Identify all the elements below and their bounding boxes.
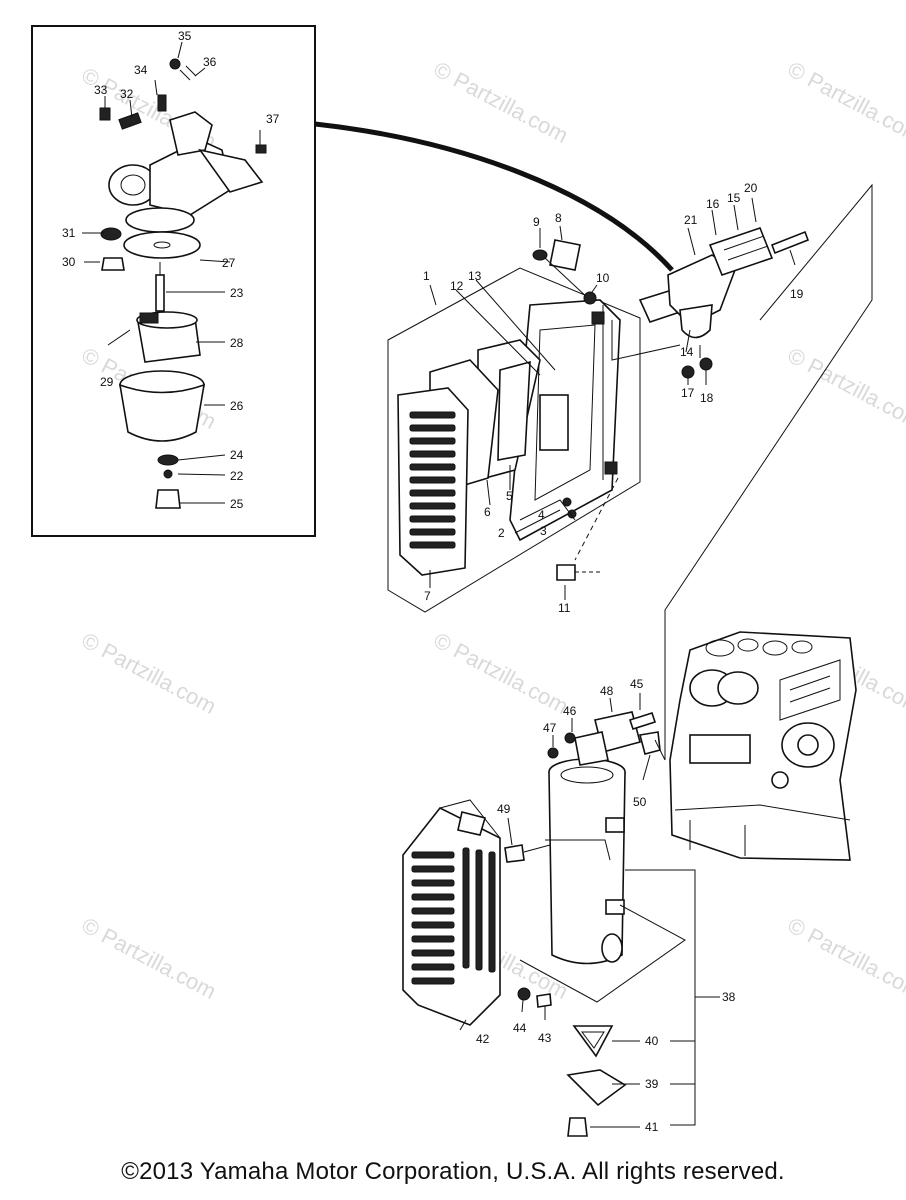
callout-38: 38 [722, 990, 736, 1004]
washer [100, 227, 122, 241]
callout-37: 37 [266, 112, 280, 126]
bolt-41 [567, 1117, 588, 1137]
callout-16: 16 [706, 197, 720, 211]
callout-22: 22 [230, 469, 244, 483]
plate [549, 239, 581, 271]
callout-39: 39 [645, 1077, 659, 1091]
callout-48: 48 [600, 684, 614, 698]
callout-31: 31 [62, 226, 76, 240]
callout-46: 46 [563, 704, 577, 718]
watermark: © Partzilla.com [784, 342, 906, 434]
carburetor-body [99, 58, 267, 233]
callout-50: 50 [633, 795, 647, 809]
part-number-labels: 1 2 3 4 5 6 7 8 9 10 11 12 13 14 15 16 1… [62, 29, 804, 1134]
muffler-cover [402, 799, 501, 1026]
gasket [123, 231, 201, 259]
callout-27: 27 [222, 256, 236, 270]
callout-33: 33 [94, 83, 108, 97]
callout-5: 5 [506, 489, 513, 503]
muffler-assembly [402, 693, 720, 1137]
air-cleaner-assembly [387, 225, 641, 613]
callout-10: 10 [596, 271, 610, 285]
manifold-joint [667, 254, 736, 326]
callout-25: 25 [230, 497, 244, 511]
callout-42: 42 [476, 1032, 490, 1046]
air-cleaner-cover [397, 387, 469, 576]
callout-36: 36 [203, 55, 217, 69]
callout-47: 47 [543, 721, 557, 735]
drain-screw [101, 257, 125, 271]
callout-32: 32 [120, 87, 134, 101]
callout-28: 28 [230, 336, 244, 350]
callout-26: 26 [230, 399, 244, 413]
watermark: © Partzilla.com [430, 56, 573, 148]
callout-3: 3 [540, 524, 547, 538]
carburetor-inset [31, 25, 674, 537]
callout-1: 1 [423, 269, 430, 283]
callout-45: 45 [630, 677, 644, 691]
intake-manifold-assembly [611, 183, 873, 760]
callout-6: 6 [484, 505, 491, 519]
callout-13: 13 [468, 269, 482, 283]
engine-block [669, 631, 857, 861]
watermark: © Partzilla.com [78, 627, 221, 719]
plate-39 [566, 1069, 627, 1107]
watermark: © Partzilla.com [784, 56, 906, 148]
gasket-40 [572, 1025, 614, 1058]
callout-34: 34 [134, 63, 148, 77]
callout-30: 30 [62, 255, 76, 269]
callout-11: 11 [558, 601, 571, 615]
callout-2: 2 [498, 526, 505, 540]
callout-12: 12 [450, 279, 464, 293]
callout-29: 29 [100, 375, 114, 389]
callout-4: 4 [538, 508, 545, 522]
callout-18: 18 [700, 391, 714, 405]
callout-21: 21 [684, 213, 698, 227]
callout-8: 8 [555, 211, 562, 225]
bowl-bolt [155, 489, 181, 509]
copyright-notice: ©2013 Yamaha Motor Corporation, U.S.A. A… [121, 1158, 785, 1185]
float-bowl [118, 370, 206, 442]
callout-44: 44 [513, 1021, 527, 1035]
callout-24: 24 [230, 448, 244, 462]
watermark: © Partzilla.com [78, 912, 221, 1004]
callout-40: 40 [645, 1034, 659, 1048]
callout-14: 14 [680, 345, 694, 359]
callout-23: 23 [230, 286, 244, 300]
callout-20: 20 [744, 181, 758, 195]
muffler-body [545, 731, 626, 965]
callout-41: 41 [645, 1120, 659, 1134]
callout-15: 15 [727, 191, 741, 205]
callout-19: 19 [790, 287, 804, 301]
link-arc [314, 121, 674, 272]
watermark: © Partzilla.com [430, 627, 573, 719]
watermark: © Partzilla.com [784, 912, 906, 1004]
callout-17: 17 [681, 386, 695, 400]
stud-19 [770, 230, 810, 255]
callout-35: 35 [178, 29, 192, 43]
flange [708, 226, 774, 277]
bolt [556, 564, 576, 581]
callout-43: 43 [538, 1031, 552, 1045]
callout-7: 7 [424, 589, 431, 603]
callout-9: 9 [533, 215, 540, 229]
callout-49: 49 [497, 802, 511, 816]
